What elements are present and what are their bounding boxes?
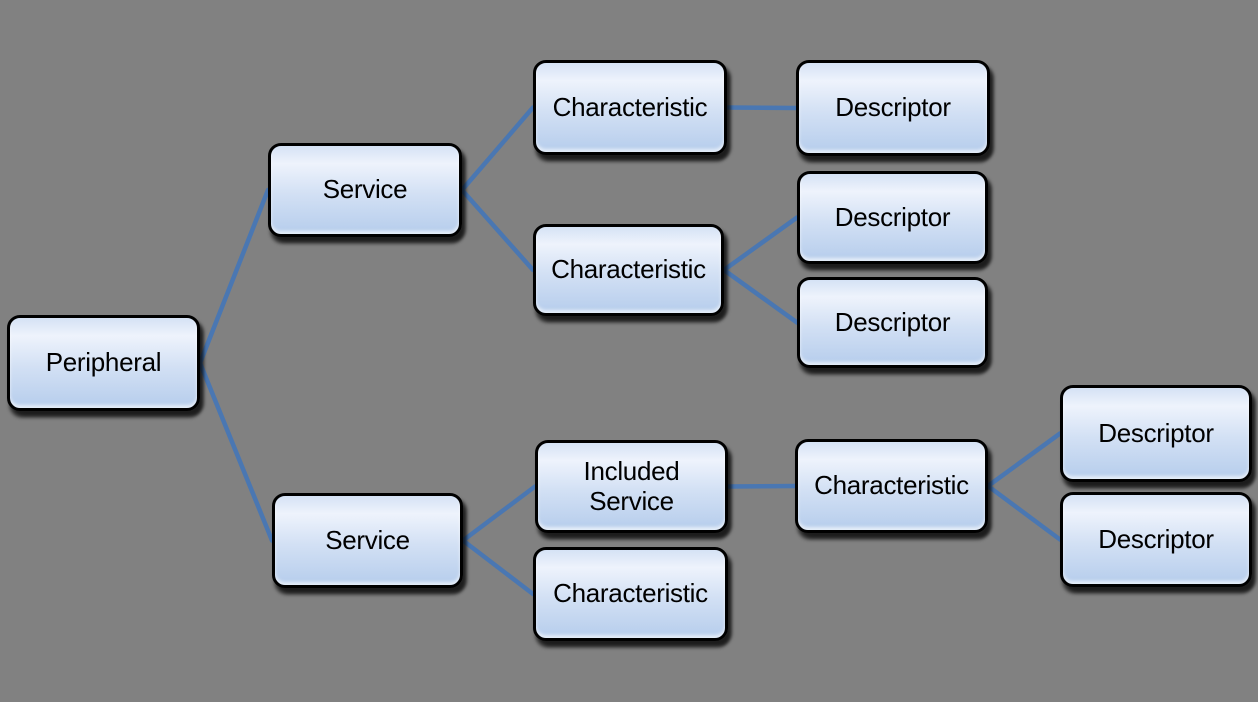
node-label: Descriptor [834,201,951,232]
node-label: Included Service [583,456,680,516]
node-label: Peripheral [45,347,162,378]
characteristic-4-node: Characteristic [795,439,988,533]
descriptor-1-node: Descriptor [796,60,990,156]
node-label: Characteristic [553,578,708,609]
node-label: Service [322,174,408,205]
service-2-node: Service [272,493,463,588]
descriptor-5-node: Descriptor [1060,492,1252,587]
included-service-node: Included Service [535,440,728,533]
descriptor-4-node: Descriptor [1060,385,1252,482]
node-label: Characteristic [552,91,708,122]
descriptor-3-node: Descriptor [797,277,988,368]
node-label: Descriptor [1098,417,1214,448]
descriptor-2-node: Descriptor [797,171,988,264]
node-label: Service [325,524,410,555]
node-label: Characteristic [551,254,706,285]
characteristic-1-node: Characteristic [533,60,727,155]
node-label: Descriptor [835,92,951,123]
characteristic-2-node: Characteristic [533,224,724,316]
service-1-node: Service [268,143,462,237]
node-label: Descriptor [1098,523,1214,554]
peripheral-node: Peripheral [7,315,200,411]
node-label: Characteristic [814,470,969,501]
node-label: Descriptor [834,306,951,337]
characteristic-3-node: Characteristic [533,547,728,641]
